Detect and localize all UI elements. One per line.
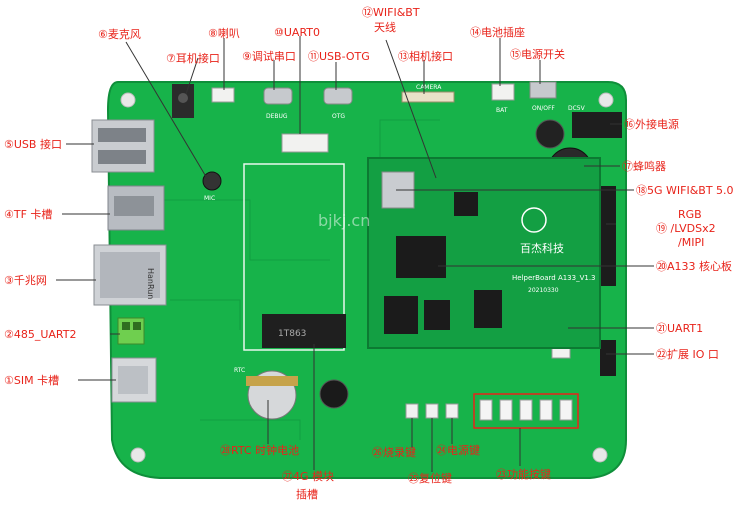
label-mic: ⑥麦克风 [98, 28, 141, 41]
label-mipi: /MIPI [678, 236, 705, 249]
leader-lines [56, 36, 654, 472]
label-power-key: ㉔电源键 [436, 444, 480, 457]
debug-usbc [263, 87, 293, 105]
label-4g-slot-2: 插槽 [296, 488, 318, 501]
label-sim: ①SIM 卡槽 [4, 374, 60, 387]
label-burn-key: ㉖烧录键 [372, 446, 416, 459]
dc-jack [572, 112, 622, 138]
otg-silk: OTG [332, 113, 345, 120]
label-core-board: ⑳A133 核心板 [656, 260, 733, 273]
capacitor [535, 119, 565, 149]
burn-button [405, 403, 419, 419]
label-rtc-battery: ㉘RTC 时钟电池 [220, 444, 300, 457]
label-gigabit: ③千兆网 [4, 274, 47, 287]
power-button [445, 403, 459, 419]
mic-component [202, 171, 222, 191]
watermark: bjkj.cn [318, 211, 370, 230]
label-reset-key: ㉕复位键 [408, 472, 452, 485]
electrolytic-capacitor [319, 379, 349, 409]
label-camera: ⑬相机接口 [398, 50, 453, 63]
label-tf: ④TF 卡槽 [4, 208, 53, 221]
label-usb: ⑤USB 接口 [4, 138, 62, 151]
label-ext-io: ㉒扩展 IO 口 [656, 348, 719, 361]
slot-4g-area [243, 163, 345, 351]
rtc-silk: RTC [234, 367, 245, 374]
label-wifi-bt-antenna: ⑫WIFI&BT [362, 6, 420, 19]
slot-code: 1T863 [278, 329, 306, 339]
camera-silk: CAMERA [416, 84, 442, 91]
onoff-silk: ON/OFF [532, 105, 555, 112]
label-ext-power: ⑯外接电源 [624, 118, 679, 131]
battery-socket-component [491, 83, 515, 101]
label-debug-port: ⑨调试串口 [242, 50, 296, 63]
label-uart1: ㉑UART1 [656, 322, 704, 335]
mic-silk: MIC [204, 195, 215, 202]
func-keys-box [473, 393, 579, 429]
ext-io-header [600, 340, 616, 376]
label-antenna: 天线 [374, 21, 396, 34]
label-earphone: ⑦耳机接口 [166, 52, 220, 65]
rs485-terminal [117, 317, 145, 345]
core-board-module: 百杰科技 HelperBoard A133_V1.3 20210330 [367, 157, 601, 349]
label-buzzer: ⑰蜂鸣器 [622, 160, 666, 173]
dc5v-silk: DC5V [568, 105, 586, 112]
power-switch-component [529, 81, 557, 99]
rgb-header [600, 186, 616, 286]
label-rgb: RGB [678, 208, 702, 221]
label-power-switch: ⑮电源开关 [510, 48, 565, 61]
brand-cn: 百杰科技 [520, 241, 564, 255]
speaker-connector [211, 87, 235, 103]
label-4g-slot: ㉗4G 模块 [282, 470, 335, 483]
label-speaker: ⑧喇叭 [208, 27, 240, 40]
minipcie-slot [262, 314, 346, 348]
brand-date: 20210330 [528, 287, 559, 294]
label-rs485: ②485_UART2 [4, 328, 77, 341]
label-wifi-module: ⑱5G WIFI&BT 5.0 [636, 184, 734, 197]
brand-en: HelperBoard A133_V1.3 [512, 274, 596, 282]
reset-button [425, 403, 439, 419]
label-uart0: ⑩UART0 [274, 26, 320, 39]
usb-port [91, 119, 155, 173]
camera-fpc [401, 91, 455, 103]
label-lvds: ⑲ /LVDSx2 [656, 222, 716, 235]
label-func-keys: ㉓功能按键 [496, 468, 551, 481]
uart0-connector [281, 133, 329, 153]
label-usb-otg: ⑪USB-OTG [308, 50, 370, 63]
otg-usbc [323, 87, 353, 105]
label-battery-socket: ⑭电池插座 [470, 26, 525, 39]
ethernet-brand: HanRun [146, 268, 155, 299]
bat-silk: BAT [496, 107, 508, 114]
debug-silk: DEBUG [266, 113, 288, 120]
